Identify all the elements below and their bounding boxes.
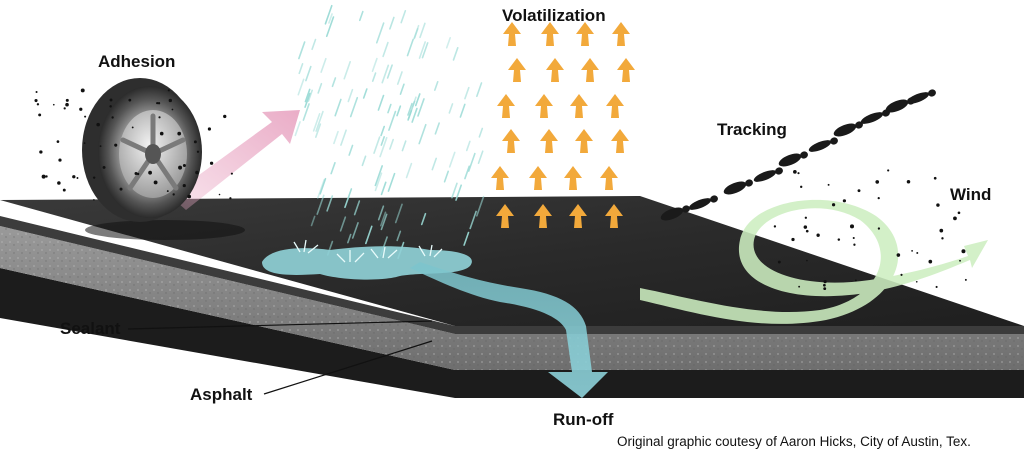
up-arrow-icon [535,94,553,118]
label-tracking: Tracking [717,120,787,139]
credit-text: Original graphic coutesy of Aaron Hicks,… [617,434,971,449]
up-arrow-icon [600,166,618,190]
up-arrow-icon [491,166,509,190]
up-arrow-icon [529,166,547,190]
rain-streaks [294,4,485,260]
label-volatilization: Volatilization [502,6,606,25]
up-arrow-icon [606,94,624,118]
footprint-icon [660,207,684,221]
sealant-leader-line [127,320,433,330]
footprint-icon [808,140,832,152]
pavement-slab [0,196,1024,398]
up-arrow-icon [576,22,594,46]
runoff-arrow [410,262,608,398]
label-asphalt: Asphalt [190,385,253,404]
label-sealant: Sealant [60,319,121,338]
up-arrow-icon [540,129,558,153]
label-runoff: Run-off [553,410,614,429]
up-arrow-icon [605,204,623,228]
label-wind: Wind [950,185,992,204]
footprint-icon [688,198,712,210]
footprint-icon [906,92,930,104]
up-arrow-icon [503,22,521,46]
up-arrow-icon [508,58,526,82]
up-arrow-icon [502,129,520,153]
wind-debris [773,169,967,291]
up-arrow-icon [541,22,559,46]
adhesion-arrow [170,110,300,210]
tire-icon [82,78,202,222]
up-arrow-icon [569,204,587,228]
footprint-icon [753,170,777,182]
label-adhesion: Adhesion [98,52,176,71]
up-arrow-icon [612,22,630,46]
footprint-trail [660,89,936,221]
pavement-top-surface [0,196,1024,326]
up-arrow-icon [497,94,515,118]
up-arrow-icon [496,204,514,228]
up-arrow-icon [564,166,582,190]
up-arrow-icon [575,129,593,153]
base-layer [0,268,1024,398]
up-arrow-icon [534,204,552,228]
footprint-icon [860,112,884,124]
footprint-icon [885,99,909,113]
footprint-icon [723,181,747,195]
debris-particles [34,88,233,201]
footprint-icon [833,123,857,137]
up-arrow-icon [611,129,629,153]
asphalt-leader-line [263,340,433,395]
up-arrow-icon [581,58,599,82]
up-arrow-icon [570,94,588,118]
up-arrow-icon [617,58,635,82]
up-arrow-icon [546,58,564,82]
splash-marks [293,239,443,263]
volatilization-arrows [491,22,635,228]
footprint-icon [778,153,802,167]
